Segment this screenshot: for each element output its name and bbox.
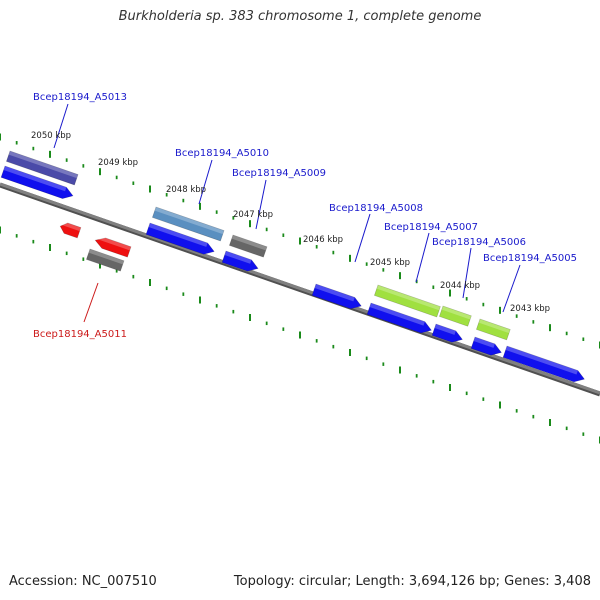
gene-features xyxy=(0,150,585,383)
cds-a5010-body xyxy=(145,222,215,255)
gene-label: Bcep18194_A5007 xyxy=(384,222,478,233)
leader-line xyxy=(83,282,99,323)
cds-a5010-highlight xyxy=(148,223,208,247)
cds-a5005b xyxy=(470,336,502,356)
gene-a5009-highlight xyxy=(231,235,268,251)
label-leader-lines xyxy=(53,103,521,323)
cds-a5010 xyxy=(145,222,215,255)
cds-a5009-body xyxy=(221,250,259,272)
cds-a5005b-body xyxy=(470,336,502,356)
kbp-labels: 2050 kbp 2049 kbp 2048 kbp 2047 kbp 2046 kbp… xyxy=(31,131,550,314)
kbp-label: 2045 kbp xyxy=(370,258,410,268)
gene-a5007 xyxy=(374,284,441,318)
gene-a5009 xyxy=(229,234,268,258)
cds-a5005-body xyxy=(502,345,585,383)
cds-a5005b-highlight xyxy=(473,337,495,348)
gene-a5013-body xyxy=(6,150,79,186)
gene-label: Bcep18194_A5006 xyxy=(432,237,526,248)
gene-label: Bcep18194_A5010 xyxy=(175,148,269,159)
cds-a5008-body xyxy=(311,283,362,310)
gene-a5005 xyxy=(476,318,511,341)
leader-line xyxy=(53,103,69,149)
kbp-label: 2044 kbp xyxy=(440,281,480,291)
cds-a5007 xyxy=(366,302,432,334)
gene-a5006-highlight xyxy=(441,306,472,320)
gene-a5013-highlight xyxy=(8,151,79,179)
gene-label: Bcep18194_A5005 xyxy=(483,253,577,264)
chromosome-backbone xyxy=(0,182,600,397)
gene-a5011-body xyxy=(86,248,125,272)
cds-a5007-body xyxy=(366,302,432,334)
gene-a5005-highlight xyxy=(478,319,511,334)
cds-a5011-body xyxy=(94,237,132,258)
leader-line xyxy=(354,213,371,263)
cds-a5005 xyxy=(502,345,585,383)
gene-a5007-body xyxy=(374,284,441,318)
map-title: Burkholderia sp. 383 chromosome 1, compl… xyxy=(118,9,482,24)
cds-a5012 xyxy=(59,221,82,239)
cds-a5007-highlight xyxy=(369,303,425,326)
leader-line xyxy=(502,264,521,313)
gene-label: Bcep18194_A5013 xyxy=(33,92,127,103)
cds-a5011 xyxy=(94,235,132,258)
cds-a5008 xyxy=(311,283,362,310)
cds-a5013 xyxy=(0,165,74,199)
kbp-label: 2047 kbp xyxy=(233,210,273,220)
cds-a5006 xyxy=(431,323,463,343)
kbp-label: 2049 kbp xyxy=(98,158,138,168)
gene-a5010-body xyxy=(152,206,225,242)
cds-a5012-highlight xyxy=(60,221,81,232)
cds-a5011-highlight xyxy=(95,235,132,251)
accession-text: Accession: NC_007510 xyxy=(9,574,157,589)
cds-a5005-highlight xyxy=(505,346,578,375)
gene-label: Bcep18194_A5011 xyxy=(33,329,127,340)
gene-a5006 xyxy=(439,305,472,327)
gene-a5010 xyxy=(152,206,225,242)
gene-a5005-body xyxy=(476,318,511,341)
leader-line xyxy=(255,179,267,230)
gene-a5007-highlight xyxy=(376,285,441,311)
tick-marks xyxy=(0,133,600,444)
cds-a5009 xyxy=(221,250,259,272)
leader-line xyxy=(462,247,472,299)
gene-a5010-highlight xyxy=(154,207,225,235)
gene-a5011 xyxy=(86,248,125,272)
gene-a5013 xyxy=(6,150,79,186)
genome-summary-text: Topology: circular; Length: 3,694,126 bp… xyxy=(233,574,591,589)
kbp-label: 2050 kbp xyxy=(31,131,71,141)
cds-a5009-highlight xyxy=(224,251,252,264)
leader-line xyxy=(198,159,213,205)
gene-a5009-body xyxy=(229,234,268,258)
cds-a5006-body xyxy=(431,323,463,343)
kbp-label: 2043 kbp xyxy=(510,304,550,314)
gene-labels: Bcep18194_A5013Bcep18194_A5010Bcep18194_… xyxy=(33,92,577,340)
backbone-line xyxy=(0,182,600,395)
cds-a5013-body xyxy=(0,165,74,199)
gene-a5006-body xyxy=(439,305,472,327)
kbp-label: 2046 kbp xyxy=(303,235,343,245)
kbp-label: 2048 kbp xyxy=(166,185,206,195)
cds-a5013-highlight xyxy=(3,166,67,192)
cds-a5006-highlight xyxy=(434,324,456,335)
cds-a5008-highlight xyxy=(314,284,355,302)
gene-label: Bcep18194_A5009 xyxy=(232,168,326,179)
leader-line xyxy=(415,232,430,283)
gene-label: Bcep18194_A5008 xyxy=(329,203,423,214)
gene-a5011-highlight xyxy=(88,248,125,265)
cds-a5012-body xyxy=(59,222,82,239)
